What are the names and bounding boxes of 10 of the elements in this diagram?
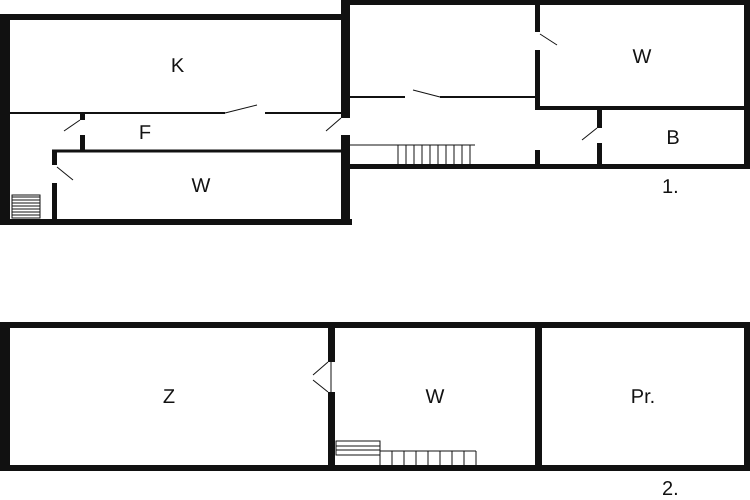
room-label: K xyxy=(170,54,184,79)
floor-number: 1. xyxy=(662,175,679,200)
room-label: Pr. xyxy=(630,384,656,410)
room-label: W xyxy=(192,174,210,199)
room-label: W xyxy=(632,44,652,70)
room-label: Z xyxy=(162,384,176,410)
room-label: B xyxy=(666,126,680,150)
room-label: F xyxy=(138,121,152,146)
floor-number: 2. xyxy=(662,477,679,500)
room-label: W xyxy=(426,384,444,410)
